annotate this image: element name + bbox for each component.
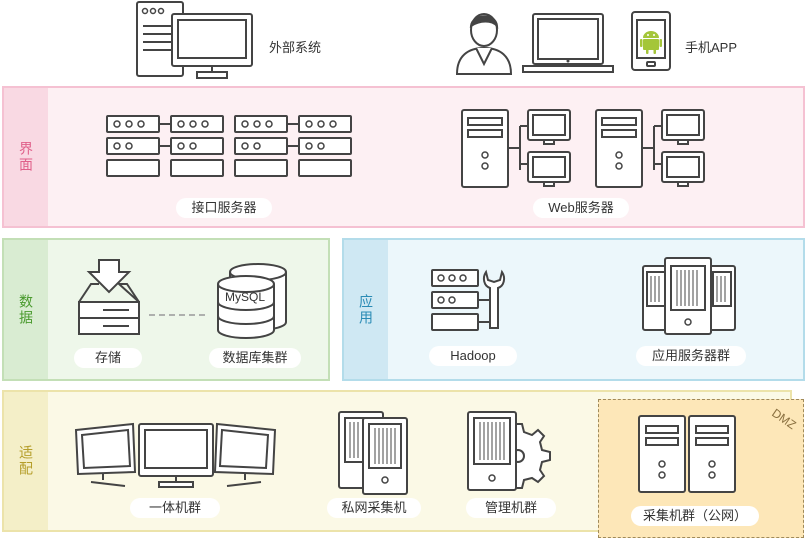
- mobile-app-label: 手机APP: [685, 40, 738, 55]
- laptop-icon: [522, 13, 614, 73]
- storage-label: 存储: [74, 348, 142, 368]
- app-server-cluster-icon: [642, 257, 736, 335]
- private-collector-label: 私网采集机: [327, 498, 421, 518]
- external-system-group: 外部系统: [0, 0, 806, 86]
- interface-server-rack-icon: [106, 115, 352, 177]
- adapter-layer-side: 适配: [4, 392, 48, 530]
- mysql-label: MySQL: [225, 290, 266, 304]
- external-system-label: 外部系统: [269, 40, 322, 55]
- database-cluster-label: 数据库集群: [209, 348, 301, 368]
- hadoop-label: Hadoop: [429, 346, 517, 366]
- interface-server-label: 接口服务器: [176, 198, 272, 218]
- dmz-label: DMZ: [769, 405, 799, 433]
- hadoop-server-icon: [431, 269, 506, 331]
- web-server-group-icon: [461, 109, 705, 188]
- app-server-cluster-label: 应用服务器群: [636, 346, 746, 366]
- adapter-layer-label: 适配: [18, 445, 34, 477]
- desktop-computer-icon: [136, 1, 253, 79]
- data-layer-label: 数据: [18, 293, 34, 326]
- web-server-label: Web服务器: [533, 198, 629, 218]
- application-layer-label: 应用: [358, 293, 374, 326]
- management-server-gear-icon: [467, 411, 551, 491]
- interface-layer-label: 界面: [18, 141, 34, 173]
- collector-cluster-public-label: 采集机群（公网）: [631, 506, 759, 526]
- all-in-one-cluster-icon: [74, 422, 277, 488]
- interface-layer-side: 界面: [4, 88, 48, 226]
- all-in-one-cluster-label: 一体机群: [130, 498, 220, 518]
- user-icon: [455, 13, 513, 75]
- application-layer-side: 应用: [344, 240, 388, 379]
- database-cluster-icon: [217, 263, 287, 339]
- storage-icon: [78, 259, 140, 335]
- mobile-phone-icon: [631, 11, 671, 71]
- private-collector-icon: [338, 411, 408, 495]
- collector-cluster-public-icon: [638, 415, 736, 493]
- data-layer-side: 数据: [4, 240, 48, 379]
- management-cluster-label: 管理机群: [466, 498, 556, 518]
- storage-database-connector: [149, 314, 207, 316]
